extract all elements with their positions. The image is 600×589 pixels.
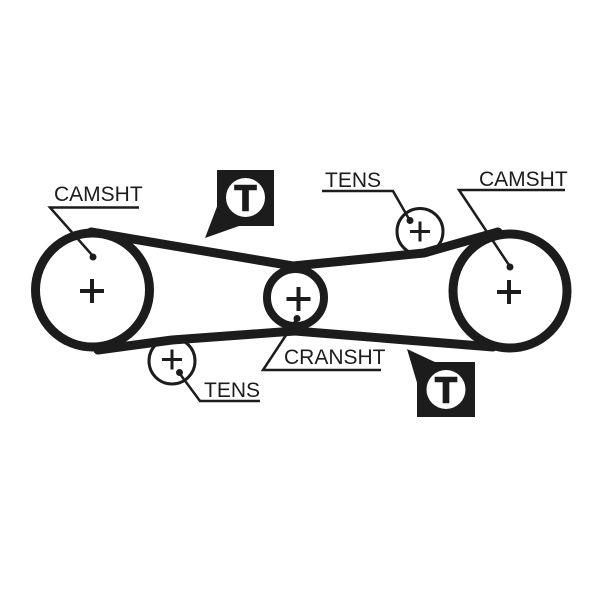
crankshaft-leader-line [260,319,381,372]
camshaft-left-leader-dot [89,253,97,261]
crankshaft-callout: CRANSHT [260,315,386,372]
tensioner-bottom-label: TENS [204,379,260,402]
belt-bottom-run [93,326,498,355]
camshaft-left-label: CAMSHT [54,183,143,206]
timing-mark-top-circle [226,178,265,217]
camshaft-right-leader-line [456,188,565,266]
tensioner-top-label: TENS [325,169,381,192]
crankshaft-label: CRANSHT [284,346,386,369]
camshaft-left-callout: CAMSHT [47,183,143,261]
camshaft-left-cross [80,279,104,303]
timing-mark-top: T [205,170,274,238]
tensioner-bottom-leader-line [178,373,260,403]
tensioner-bottom-leader-dot [176,369,183,376]
tensioner-bottom-cross [162,349,182,370]
timing-mark-bottom: T [407,349,475,417]
camshaft-right-cross [497,280,521,304]
tensioner-top-leader-line [322,189,411,220]
camshaft-right-leader-dot [506,263,514,271]
tensioner-top-cross [410,221,430,242]
timing-mark-top-letter: T [235,178,257,219]
belt-top-run [86,227,503,271]
crankshaft-cross [286,287,311,311]
crankshaft-leader-dot [293,315,301,322]
camshaft-right-callout: CAMSHT [456,168,568,271]
camshaft-left-leader-line [47,206,139,256]
tensioner-bottom-callout: TENS [176,369,260,403]
tensioner-top-callout: TENS [322,169,414,224]
camshaft-right-label: CAMSHT [479,168,568,191]
timing-mark-bottom-letter: T [435,370,457,411]
timing-mark-bottom-circle [426,370,466,409]
tensioner-top-leader-dot [406,217,414,224]
